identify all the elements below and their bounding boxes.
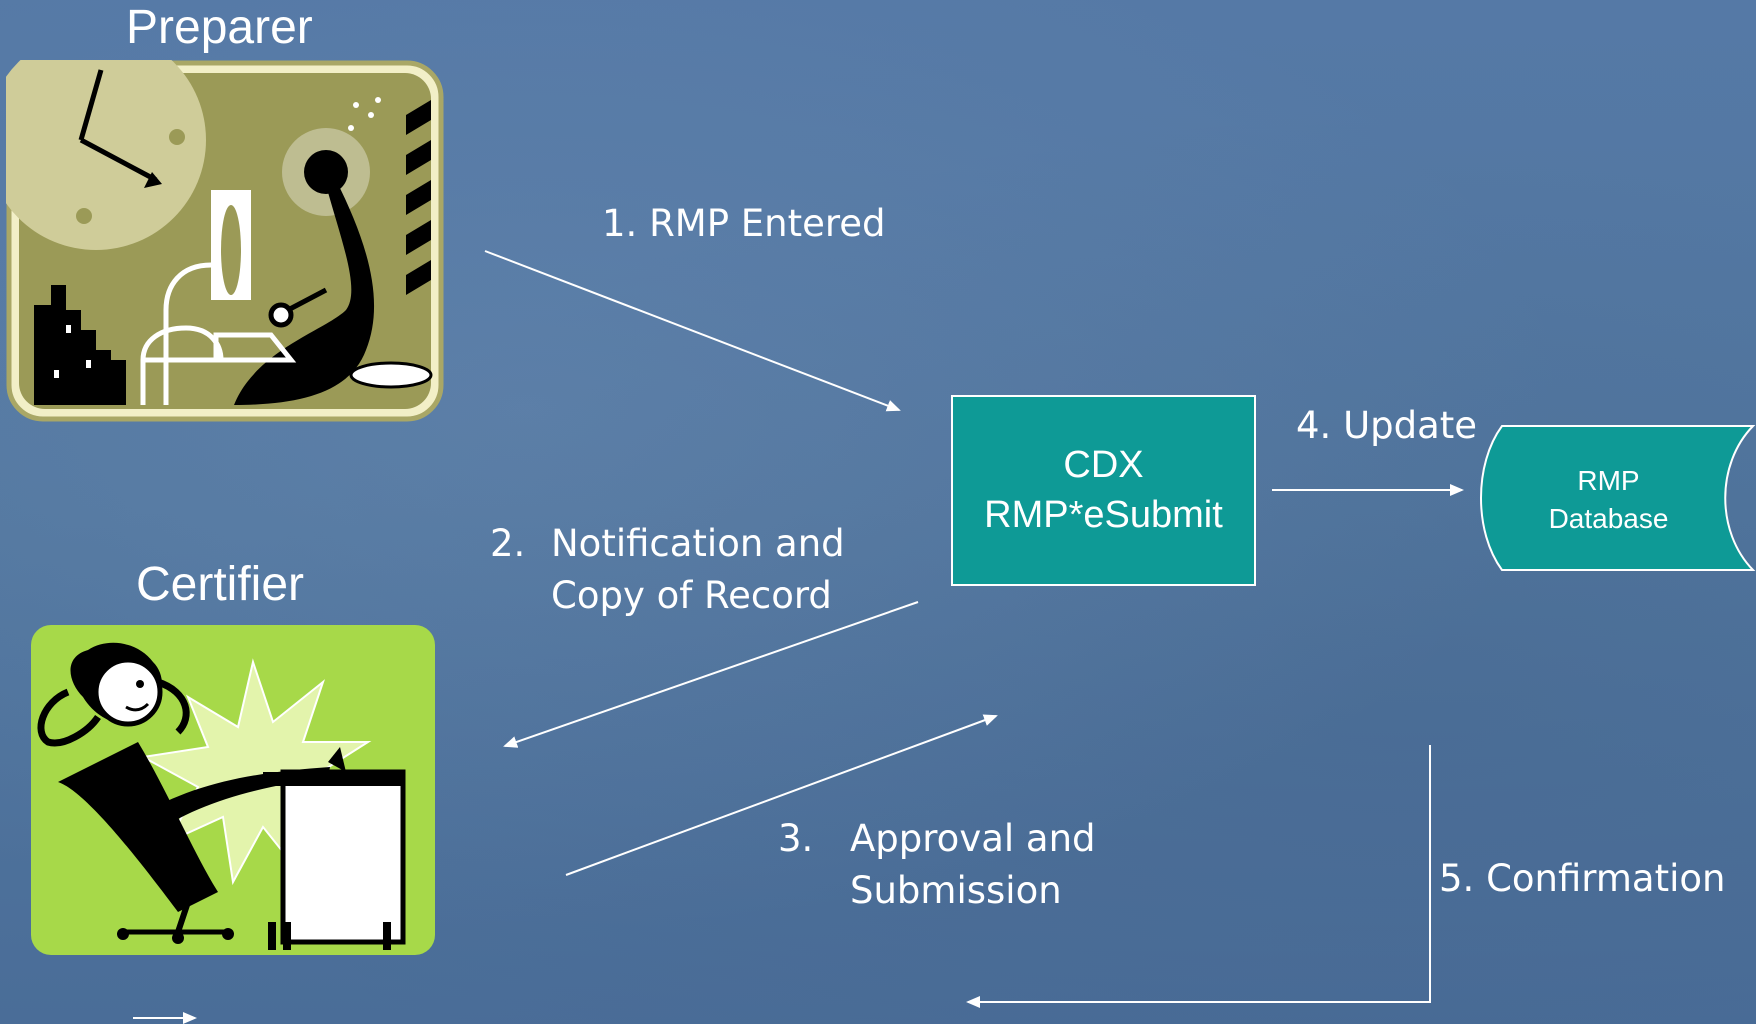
- arrow-step5: [966, 745, 1431, 1008]
- database-label: RMP Database: [1496, 462, 1721, 538]
- step3-number: 3.: [778, 817, 814, 860]
- step3-line2: Submission: [850, 869, 1062, 912]
- database-line1: RMP: [1577, 465, 1640, 496]
- preparer-label: Preparer: [126, 1, 313, 54]
- cdx-line2: RMP*eSubmit: [984, 493, 1223, 536]
- step2-line2: Copy of Record: [551, 574, 832, 617]
- arrow-step3: [565, 714, 998, 876]
- step2-number: 2.: [490, 522, 526, 565]
- step5-label: 5. Confirmation: [1439, 857, 1726, 900]
- preparer-clipart-icon: [6, 60, 444, 422]
- certifier-clipart-icon: [31, 625, 435, 955]
- database-icon: [1480, 425, 1756, 571]
- step3-line1: Approval and: [850, 817, 1096, 860]
- step1-label: 1. RMP Entered: [602, 202, 886, 245]
- arrow-step1: [484, 250, 901, 412]
- step4-label: 4. Update: [1296, 404, 1478, 447]
- step2-line1: Notification and: [551, 522, 845, 565]
- database-line2: Database: [1548, 503, 1669, 534]
- cdx-line1: CDX: [1063, 444, 1144, 487]
- arrow-step2: [503, 601, 919, 748]
- certifier-label: Certifier: [136, 558, 305, 611]
- cdx-system-box: CDX RMP*eSubmit: [951, 395, 1256, 586]
